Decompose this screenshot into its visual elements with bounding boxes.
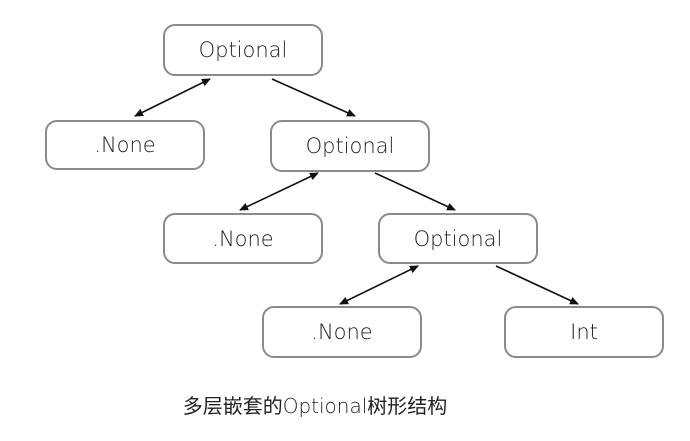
edge-opt2-none2 — [239, 172, 319, 211]
node-optional-level2: Optional — [270, 120, 430, 172]
diagram-caption: 多层嵌套的Optional树形结构 — [182, 394, 448, 418]
node-optional-level3: Optional — [378, 213, 538, 264]
edge-opt2-opt3 — [374, 172, 456, 211]
node-none-level2: .None — [163, 213, 323, 264]
node-none-level1: .None — [45, 120, 205, 170]
node-optional-root: Optional — [163, 24, 323, 76]
node-none-level3: .None — [262, 306, 422, 358]
edge-root-opt2 — [271, 78, 356, 117]
edge-opt3-none3 — [339, 265, 419, 305]
edge-root-none1 — [134, 78, 211, 117]
edge-opt3-int — [495, 265, 579, 305]
node-int-leaf: Int — [504, 306, 664, 358]
